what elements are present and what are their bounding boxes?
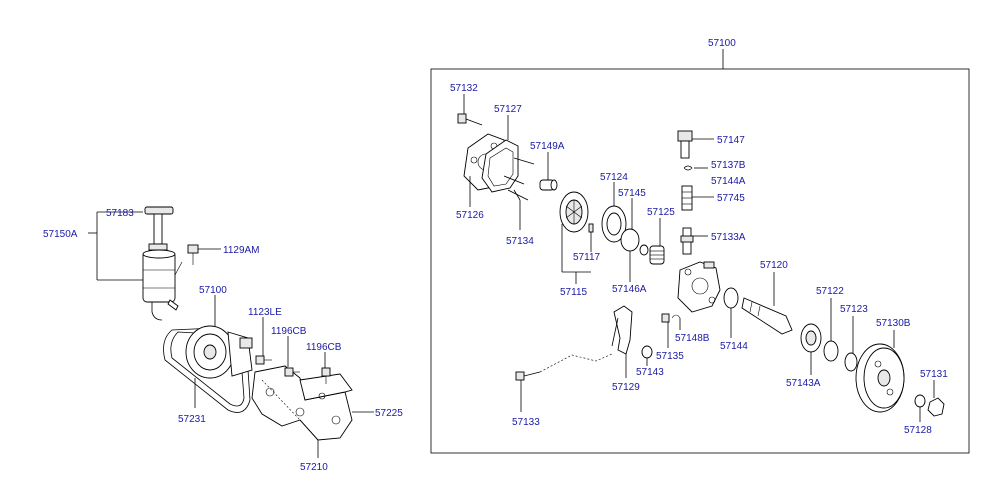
pin-57117 xyxy=(588,223,594,233)
callout-57124: 57124 xyxy=(600,172,628,183)
callout-57745: 57745 xyxy=(717,193,745,204)
seal-57144 xyxy=(723,287,739,309)
callout-57123: 57123 xyxy=(840,304,868,315)
pulley-57130B xyxy=(855,343,905,413)
ring-57123 xyxy=(844,352,858,372)
callout-57144: 57144 xyxy=(720,341,748,352)
callout-57126: 57126 xyxy=(456,210,484,221)
callout-57125: 57125 xyxy=(647,207,675,218)
washer-57128 xyxy=(914,394,926,408)
clip-57137B xyxy=(683,165,693,171)
bolts-left xyxy=(255,355,331,384)
callout-57132: 57132 xyxy=(450,83,478,94)
callout-57146A: 57146A xyxy=(612,284,647,295)
bolt-57132 xyxy=(457,113,483,126)
callout-57133: 57133 xyxy=(512,417,540,428)
spring-57125 xyxy=(649,245,665,265)
pump-body xyxy=(677,261,721,313)
o-ring-57146A xyxy=(639,244,649,256)
callout-1129AM: 1129AM xyxy=(223,245,260,256)
spring-57745 xyxy=(681,185,693,211)
nut-57131 xyxy=(927,397,945,417)
plug-57147 xyxy=(677,130,693,159)
ring-57143 xyxy=(641,345,653,359)
callout-57133A: 57133A xyxy=(711,232,746,243)
bolt-57133 xyxy=(515,353,613,381)
callout-57120: 57120 xyxy=(760,260,788,271)
clip-57148B xyxy=(671,314,681,319)
callout-57147: 57147 xyxy=(717,135,745,146)
leader-lines-exploded xyxy=(463,94,935,422)
pipe-57129 xyxy=(611,305,633,355)
callout-57100-top: 57100 xyxy=(708,38,736,49)
exploded-view-frame xyxy=(430,68,970,454)
callout-57150A: 57150A xyxy=(43,229,78,240)
callout-57143: 57143 xyxy=(636,367,664,378)
callout-1196CB-a: 1196CB xyxy=(271,326,307,337)
callout-57183: 57183 xyxy=(106,208,134,219)
gasket-57127 xyxy=(481,139,519,193)
callout-57134: 57134 xyxy=(506,236,534,247)
valve-57133A xyxy=(680,227,694,255)
leader-lines-left xyxy=(88,211,374,458)
shaft-57120 xyxy=(741,297,793,335)
nipple-57135 xyxy=(661,313,670,323)
callout-57135: 57135 xyxy=(656,351,684,362)
pump-pulley-left xyxy=(185,325,253,379)
callout-57231: 57231 xyxy=(178,414,206,425)
callout-57100-left: 57100 xyxy=(199,285,227,296)
callout-57143A: 57143A xyxy=(786,378,821,389)
mounting-bracket xyxy=(251,365,353,441)
bushing-57149A xyxy=(539,179,558,191)
callout-1123LE: 1123LE xyxy=(248,307,282,318)
callout-57130B: 57130B xyxy=(876,318,911,329)
callout-57145: 57145 xyxy=(618,188,646,199)
callout-1196CB-b: 1196CB xyxy=(306,342,342,353)
callout-57137B: 57137B xyxy=(711,160,746,171)
callout-57127: 57127 xyxy=(494,104,522,115)
callout-labels: 57100 57132 57127 57149A 57126 57134 571… xyxy=(43,38,948,473)
callout-57115: 57115 xyxy=(560,287,588,298)
pins-57134 xyxy=(503,157,535,201)
reservoir-assembly xyxy=(142,206,199,321)
callout-57210: 57210 xyxy=(300,462,328,473)
callout-57122: 57122 xyxy=(816,286,844,297)
cam-ring-57124 xyxy=(601,205,627,243)
ring-57122 xyxy=(823,340,839,362)
callout-57149A: 57149A xyxy=(530,141,565,152)
rotor-57115 xyxy=(559,191,589,233)
callout-57148B: 57148B xyxy=(675,333,710,344)
callout-57225: 57225 xyxy=(375,408,403,419)
callout-57131: 57131 xyxy=(920,369,948,380)
callout-57129: 57129 xyxy=(612,382,640,393)
o-ring-57145 xyxy=(620,228,640,252)
callout-57128: 57128 xyxy=(904,425,932,436)
callout-57144A: 57144A xyxy=(711,176,746,187)
callout-57117: 57117 xyxy=(573,252,601,263)
